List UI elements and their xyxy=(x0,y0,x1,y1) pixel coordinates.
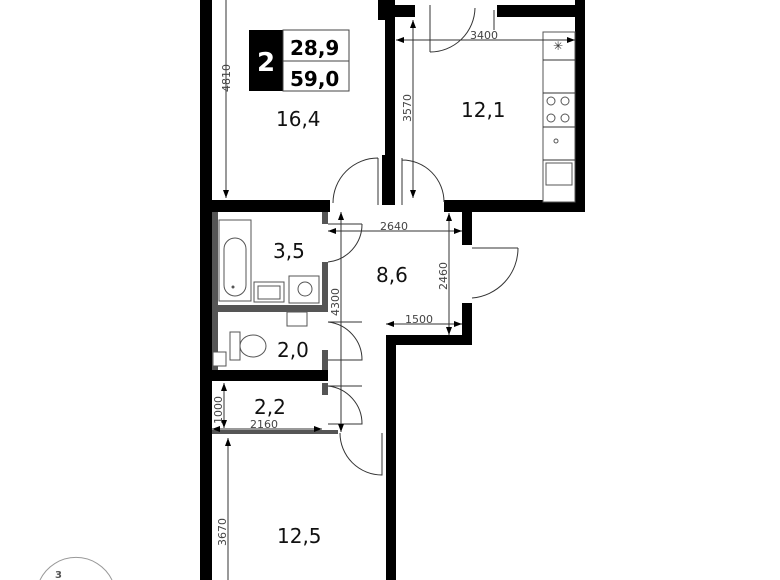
door-living2 xyxy=(339,432,383,476)
apartment-badge: 2 28,9 59,0 xyxy=(249,29,350,92)
kitchen-sink xyxy=(545,162,573,186)
room-count: 2 xyxy=(257,48,275,78)
total-area-value: 59,0 xyxy=(290,67,339,91)
area-living1: 16,4 xyxy=(276,107,321,131)
dimension-lines: 4810 3400 3570 2640 2460 1500 4300 xyxy=(212,0,575,580)
dim-hall-height: 2460 xyxy=(437,262,450,290)
room-areas: 16,4 12,1 3,5 8,6 2,0 2,2 12,5 xyxy=(254,98,506,548)
door-kitchen-top xyxy=(429,5,476,53)
area-bathroom: 3,5 xyxy=(273,239,305,263)
area-toilet: 2,0 xyxy=(277,338,309,362)
doors xyxy=(327,5,519,476)
toilet-tank xyxy=(229,331,241,361)
floor-indicator: 3 xyxy=(39,557,113,580)
door-bathroom xyxy=(327,223,363,263)
area-kitchen: 12,1 xyxy=(461,98,506,122)
area-hallway: 8,6 xyxy=(376,263,408,287)
area-living2: 12,5 xyxy=(277,524,322,548)
dim-living2-height: 3670 xyxy=(216,518,229,546)
dim-storage-width: 2160 xyxy=(250,418,278,431)
area-storage: 2,2 xyxy=(254,395,286,419)
dim-living1-height: 4810 xyxy=(220,64,233,92)
dim-hall-width: 2640 xyxy=(380,220,408,233)
door-storage xyxy=(327,385,363,425)
stove-burner xyxy=(546,96,556,106)
door-kitchen xyxy=(401,158,445,205)
toilet-bowl xyxy=(239,334,267,358)
door-entrance xyxy=(471,247,519,299)
dim-nook-width: 1500 xyxy=(405,313,433,326)
dim-kitchen-width: 3400 xyxy=(470,29,498,42)
toilet-sink xyxy=(286,311,308,327)
dim-corridor-length: 4300 xyxy=(329,288,342,316)
dim-storage-height: 1000 xyxy=(212,396,225,424)
fixtures: ✳ xyxy=(212,31,576,367)
walls xyxy=(200,0,585,580)
partitions xyxy=(212,212,338,434)
floor-number: 3 xyxy=(55,570,62,580)
door-toilet xyxy=(327,321,363,361)
dim-kitchen-height: 3570 xyxy=(401,94,414,122)
door-living1 xyxy=(332,157,379,205)
fridge-icon: ✳ xyxy=(553,39,563,53)
living-area-value: 28,9 xyxy=(290,36,339,60)
